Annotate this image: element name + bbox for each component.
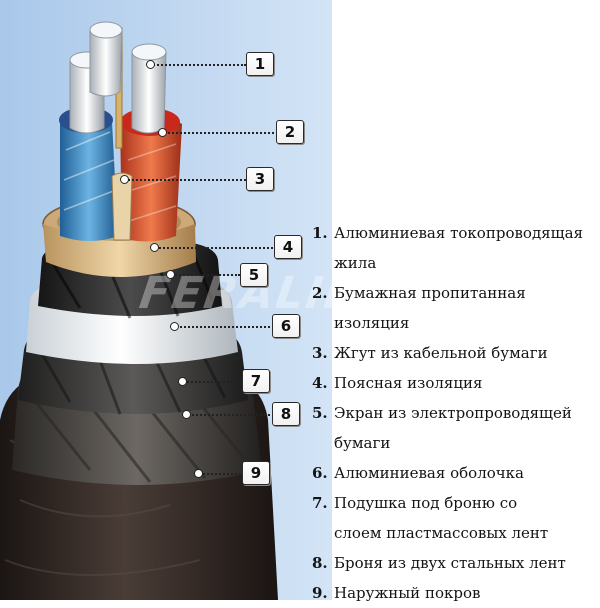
leader-7 <box>184 381 244 383</box>
leader-4 <box>156 247 276 249</box>
callout-6: 6 <box>272 314 300 338</box>
paper-bundle-shape <box>111 172 133 241</box>
leader-2 <box>164 132 278 134</box>
legend-item-1: 1.Алюминиевая токопроводящая <box>312 224 583 242</box>
callout-2: 2 <box>276 120 304 144</box>
legend-item-5-cont: бумаги <box>334 434 391 452</box>
blue-insulated-core <box>60 107 118 241</box>
callout-4: 4 <box>274 235 302 259</box>
legend-item-4: 4.Поясная изоляция <box>312 374 483 392</box>
cable-cross-section <box>0 21 278 600</box>
legend-item-7: 7.Подушка под броню со <box>312 494 518 512</box>
legend-item-6: 6.Алюминиевая оболочка <box>312 464 524 482</box>
legend-item-3: 3.Жгут из кабельной бумаги <box>312 344 548 362</box>
leader-4-dot <box>150 243 159 252</box>
callout-1: 1 <box>246 52 274 76</box>
legend-item-8: 8.Броня из двух стальных лент <box>312 554 566 572</box>
leader-8 <box>188 414 274 416</box>
leader-9-dot <box>194 469 203 478</box>
leader-7-dot <box>178 377 187 386</box>
callout-3: 3 <box>246 167 274 191</box>
legend-item-2: 2.Бумажная пропитанная <box>312 284 526 302</box>
leader-3 <box>124 179 246 181</box>
callout-5: 5 <box>240 263 268 287</box>
leader-2-dot <box>158 128 167 137</box>
leader-1 <box>150 64 246 66</box>
legend-item-9: 9.Наружный покров <box>312 584 481 602</box>
legend-item-5: 5.Экран из электропроводящей <box>312 404 572 422</box>
leader-1-dot <box>146 60 155 69</box>
leader-3-dot <box>120 175 129 184</box>
legend-item-1-cont: жила <box>334 254 377 272</box>
callout-7: 7 <box>242 369 270 393</box>
leader-8-dot <box>182 410 191 419</box>
legend: 1.Алюминиевая токопроводящая жила 2.Бума… <box>312 218 600 608</box>
leader-5-dot <box>166 270 175 279</box>
callout-8: 8 <box>272 402 300 426</box>
leader-9 <box>200 473 244 475</box>
callout-9: 9 <box>242 461 270 485</box>
legend-item-2-cont: изоляция <box>334 314 410 332</box>
red-insulated-core <box>120 109 182 242</box>
leader-6-dot <box>170 322 179 331</box>
leader-5 <box>172 274 240 276</box>
legend-item-7-cont: слоем пластмассовых лент <box>334 524 549 542</box>
leader-6 <box>176 326 274 328</box>
